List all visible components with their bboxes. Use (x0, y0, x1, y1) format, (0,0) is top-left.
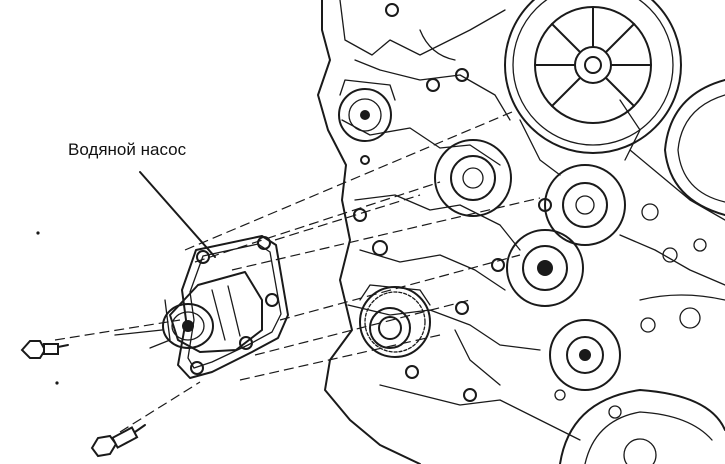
idler-pulley-middle (434, 139, 512, 217)
stray-dot-bottom (55, 381, 59, 385)
right-sprocket (664, 79, 725, 216)
crankshaft-pulley (559, 389, 725, 464)
engine-block (317, 0, 581, 464)
water-pump (114, 235, 289, 379)
stray-dot-left (36, 231, 40, 235)
oil-pump-gear (359, 284, 431, 358)
callout-leader (139, 171, 216, 258)
lower-pulley (549, 319, 621, 391)
idler-pulley-upper (338, 79, 396, 142)
tensioner-pulley (544, 164, 626, 246)
bolt-upper (20, 319, 181, 359)
camshaft-sprocket (504, 0, 682, 154)
right-block-detail (554, 99, 725, 419)
bolt-lower (90, 381, 201, 458)
alignment-lines (184, 111, 541, 381)
guide-pulley (506, 229, 584, 307)
water-pump-label: Водяной насос (66, 140, 189, 160)
